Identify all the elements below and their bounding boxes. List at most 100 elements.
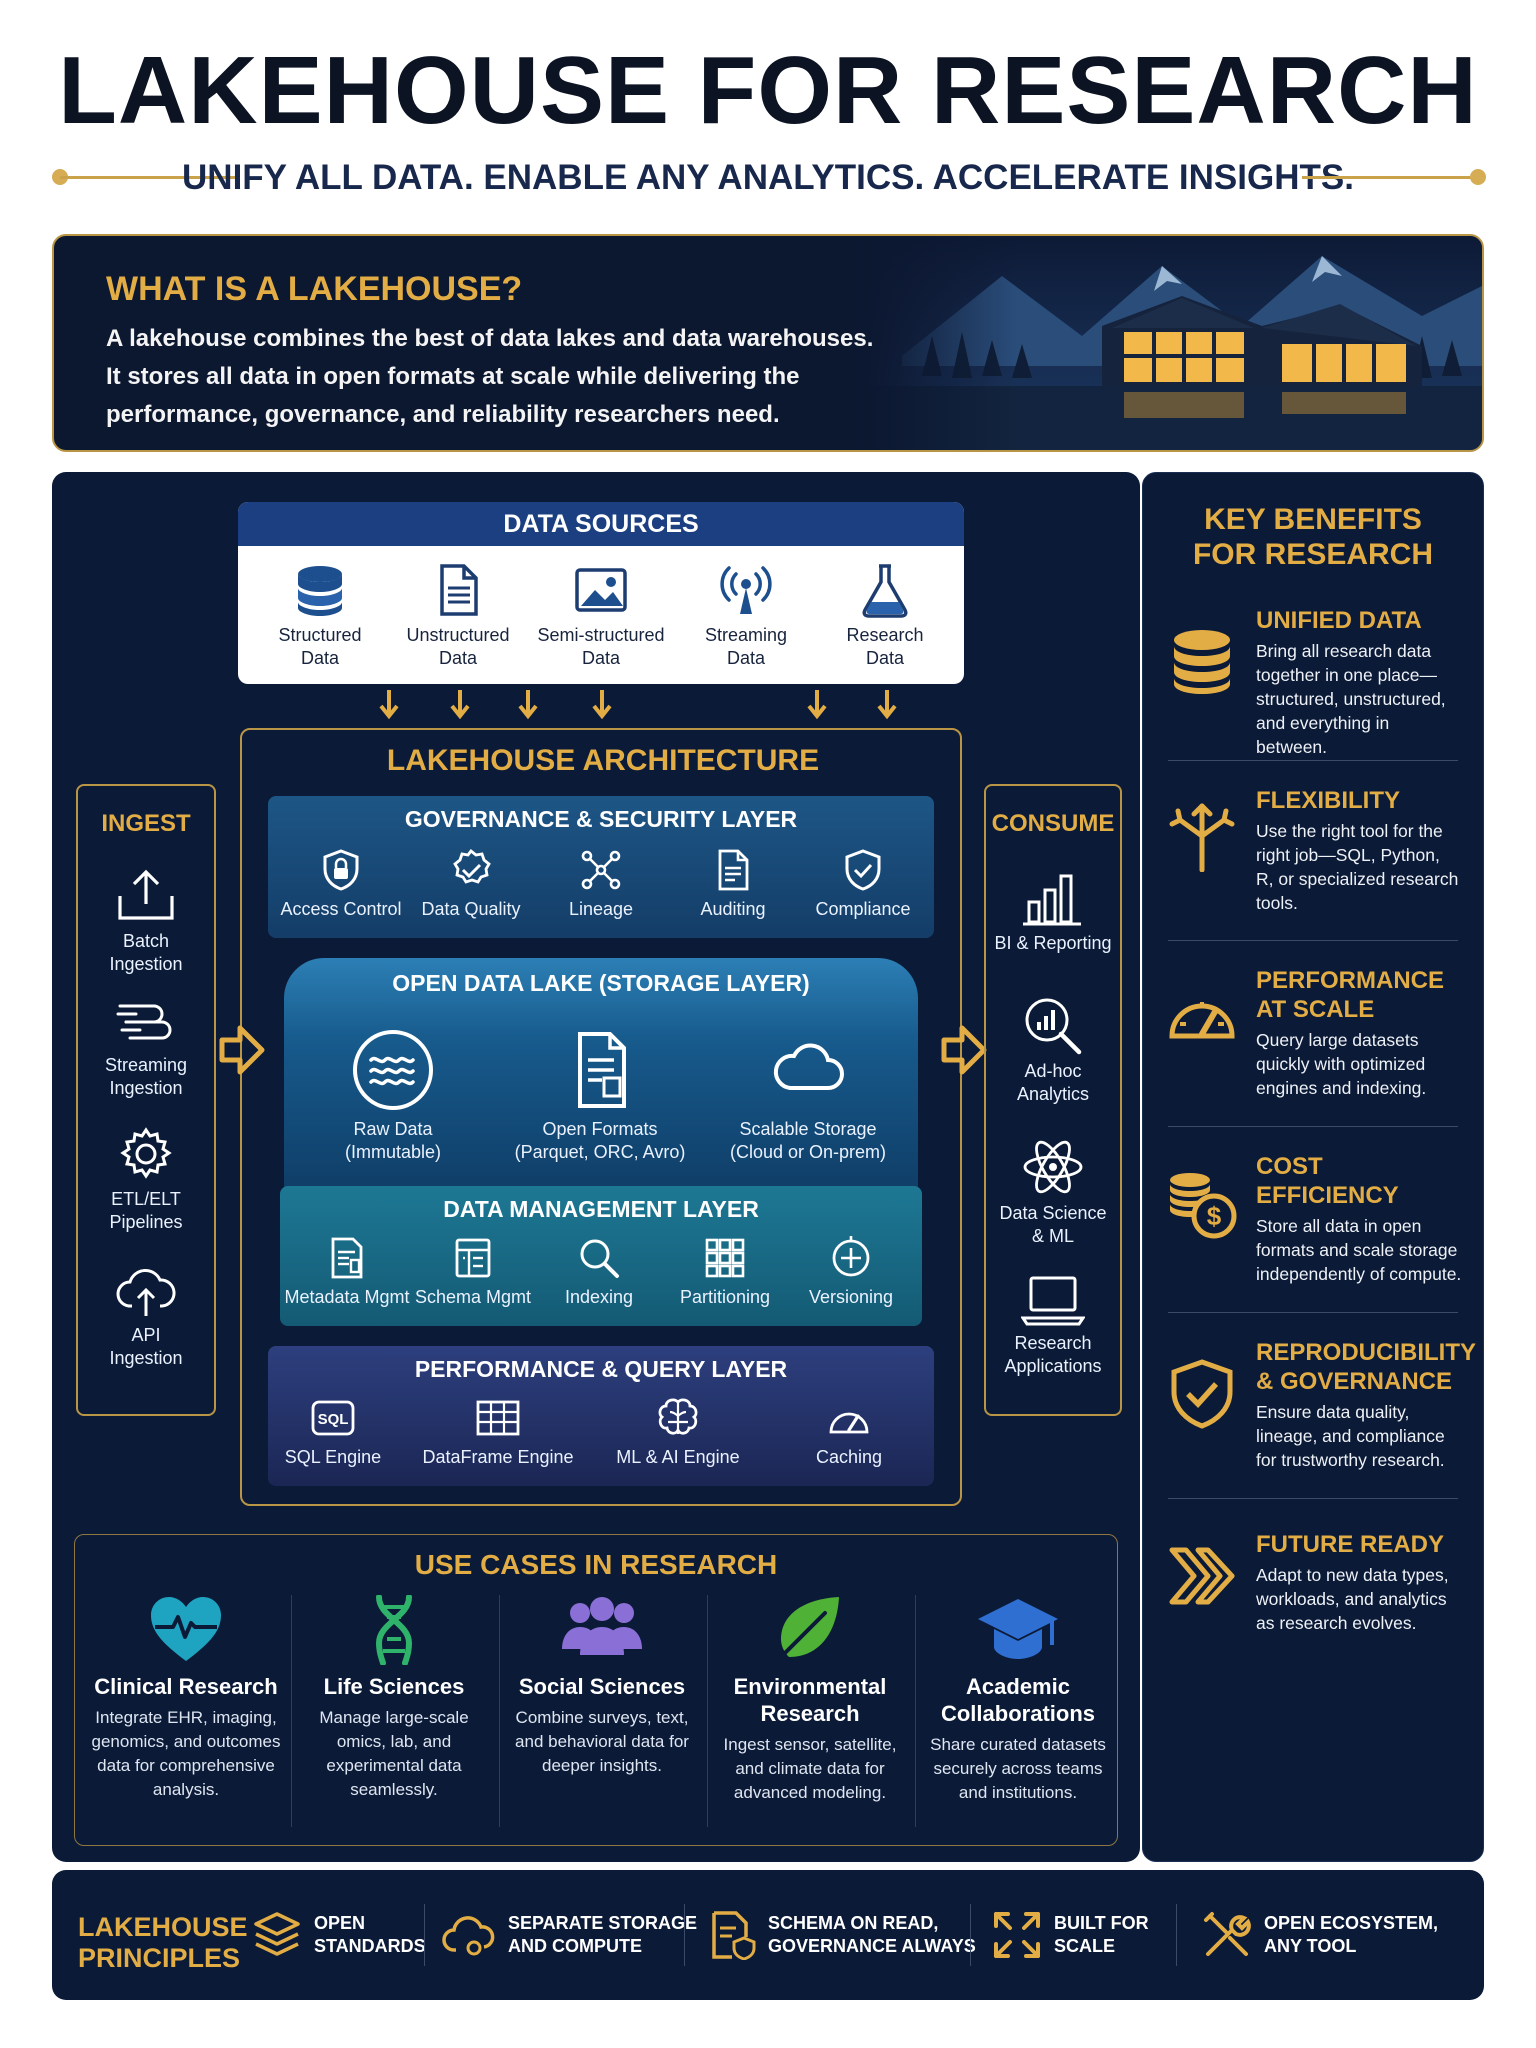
use-case-social-sciences: Social Sciences Combine surveys, text, a… [503, 1595, 701, 1827]
arrow-right-icon [941, 1025, 987, 1075]
data-source-semi-structured: Semi-structured Data [536, 562, 666, 670]
layer-item-access-control: Access Control [276, 848, 406, 921]
data-source-structured: Structured Data [255, 562, 385, 670]
lakehouse-principles-bar: LAKEHOUSE PRINCIPLES OPEN STANDARDS SEPA… [52, 1870, 1484, 2000]
subtitle-rule-right [1302, 176, 1478, 179]
layer-item-ml-ai-engine: ML & AI Engine [598, 1396, 758, 1469]
cloud-upload-icon [116, 1269, 176, 1316]
shield-check-icon [845, 849, 881, 891]
bar-chart-icon [1023, 874, 1081, 926]
use-case-environmental-research: Environmental Research Ingest sensor, sa… [711, 1595, 909, 1827]
benefit-reproducibility: REPRODUCIBILITY & GOVERNANCE Ensure data… [1166, 1338, 1476, 1472]
what-is-line: performance, governance, and reliability… [106, 401, 780, 428]
subtitle-rule-left [60, 176, 236, 179]
divider [1168, 1126, 1458, 1127]
principle-open-ecosystem: OPEN ECOSYSTEM, ANY TOOL [1202, 1902, 1438, 1968]
page-title: LAKEHOUSE FOR RESEARCH [58, 37, 1478, 144]
use-case-life-sciences: Life Sciences Manage large-scale omics, … [295, 1595, 493, 1827]
data-sources-box: DATA SOURCES Structured Data Unstructure… [238, 502, 964, 684]
speedometer-icon [829, 1412, 869, 1434]
performance-query-layer: PERFORMANCE & QUERY LAYER SQL SQL Engine… [268, 1346, 934, 1486]
layer-title: PERFORMANCE & QUERY LAYER [414, 1356, 788, 1382]
audit-document-icon [718, 849, 749, 891]
grid-icon [705, 1238, 745, 1278]
data-source-research: Research Data [820, 562, 950, 670]
metadata-icon [331, 1237, 363, 1279]
benefit-performance: PERFORMANCE AT SCALE Query large dataset… [1166, 966, 1462, 1100]
open-data-lake-layer: OPEN DATA LAKE (STORAGE LAYER) Raw Data … [284, 958, 918, 1196]
layer-item-caching: Caching [784, 1396, 914, 1469]
svg-text:SQL: SQL [318, 1411, 349, 1428]
divider [915, 1595, 916, 1827]
layer-item-dataframe-engine: DataFrame Engine [418, 1396, 578, 1469]
what-is-description: A lakehouse combines the best of data la… [106, 320, 886, 434]
shield-lock-icon [323, 849, 359, 891]
brain-icon [658, 1398, 698, 1435]
layer-item-metadata-mgmt: Metadata Mgmt [282, 1236, 412, 1309]
ingest-item-batch: Batch Ingestion [78, 866, 214, 976]
benefit-unified-data: UNIFIED DATA Bring all research data tog… [1166, 606, 1462, 759]
benefits-title: KEY BENEFITS FOR RESEARCH [1192, 503, 1433, 571]
lakehouse-scene-illustration [862, 236, 1482, 450]
what-is-lakehouse-section: WHAT IS A LAKEHOUSE? A lakehouse combine… [52, 234, 1484, 452]
consume-item-research-apps: Research Applications [986, 1270, 1120, 1378]
divider [499, 1595, 500, 1827]
consume-item-adhoc-analytics: Ad-hoc Analytics [986, 994, 1120, 1106]
lake-item-open-formats: Open Formats (Parquet, ORC, Avro) [490, 1028, 710, 1164]
lake-item-raw-data: Raw Data (Immutable) [298, 1028, 488, 1164]
data-sources-title: DATA SOURCES [238, 502, 964, 546]
what-is-title: WHAT IS A LAKEHOUSE? [106, 270, 523, 308]
badge-check-icon [453, 849, 491, 884]
consume-item-bi-reporting: BI & Reporting [986, 866, 1120, 955]
divider [684, 1904, 685, 1966]
benefit-cost-efficiency: $ COST EFFICIENCY Store all data in open… [1166, 1152, 1462, 1286]
arrow-down-icon [877, 690, 897, 720]
sql-icon: SQL [311, 1400, 355, 1436]
data-source-unstructured: Unstructured Data [393, 562, 523, 670]
gear-icon [120, 1127, 172, 1179]
layer-title: DATA MANAGEMENT LAYER [443, 1196, 759, 1222]
ingest-item-api: API Ingestion [78, 1264, 214, 1370]
database-icon [298, 566, 342, 616]
svg-text:$: $ [1207, 1201, 1222, 1231]
lineage-graph-icon [581, 850, 621, 890]
dna-icon [375, 1595, 413, 1665]
benefits-panel [1142, 472, 1484, 1862]
graduation-cap-icon [978, 1599, 1058, 1659]
layer-item-lineage: Lineage [536, 848, 666, 921]
use-case-academic-collaborations: Academic Collaborations Share curated da… [919, 1595, 1117, 1827]
broadcast-icon [720, 566, 772, 614]
coins-dollar-icon: $ [1170, 1173, 1237, 1239]
principle-built-for-scale: BUILT FOR SCALE [992, 1902, 1149, 1968]
benefits-content: KEY BENEFITS FOR RESEARCH UNIFIED DATA B… [1142, 472, 1484, 1862]
layer-item-schema-mgmt: Schema Mgmt [408, 1236, 538, 1309]
upload-tray-icon [118, 869, 174, 920]
expand-arrows-icon [994, 1912, 1040, 1958]
what-is-line: A lakehouse combines the best of data la… [106, 325, 874, 352]
cloud-icon [773, 1043, 844, 1090]
atom-icon [1023, 1140, 1083, 1194]
page-subtitle: UNIFY ALL DATA. ENABLE ANY ANALYTICS. AC… [182, 158, 1354, 197]
lakehouse-architecture-box: LAKEHOUSE ARCHITECTURE [240, 728, 962, 1506]
use-cases-section: USE CASES IN RESEARCH Clinical Research … [74, 1534, 1118, 1846]
laptop-icon [1021, 1276, 1085, 1326]
arrow-right-icon [219, 1025, 265, 1075]
ingest-column: INGEST Batch Ingestion Streaming Ingesti… [76, 784, 216, 1416]
database-icon [1174, 630, 1230, 694]
divider [291, 1595, 292, 1827]
consume-item-data-science: Data Science & ML [986, 1136, 1120, 1248]
split-arrows-icon [1169, 803, 1235, 872]
data-source-streaming: Streaming Data [681, 562, 811, 670]
principles-title: LAKEHOUSE PRINCIPLES [78, 1912, 248, 1973]
people-group-icon [562, 1597, 642, 1655]
arrow-down-icon [592, 690, 612, 720]
cloud-gear-icon [442, 1916, 495, 1956]
divider [1168, 1312, 1458, 1313]
divider [707, 1595, 708, 1827]
dataframe-icon [476, 1400, 520, 1436]
arrow-down-icon [518, 690, 538, 720]
divider [424, 1904, 425, 1966]
layer-item-auditing: Auditing [666, 848, 800, 921]
subtitle-rule-right-dot [1470, 169, 1486, 185]
principle-separate-storage-compute: SEPARATE STORAGE AND COMPUTE [442, 1902, 697, 1968]
